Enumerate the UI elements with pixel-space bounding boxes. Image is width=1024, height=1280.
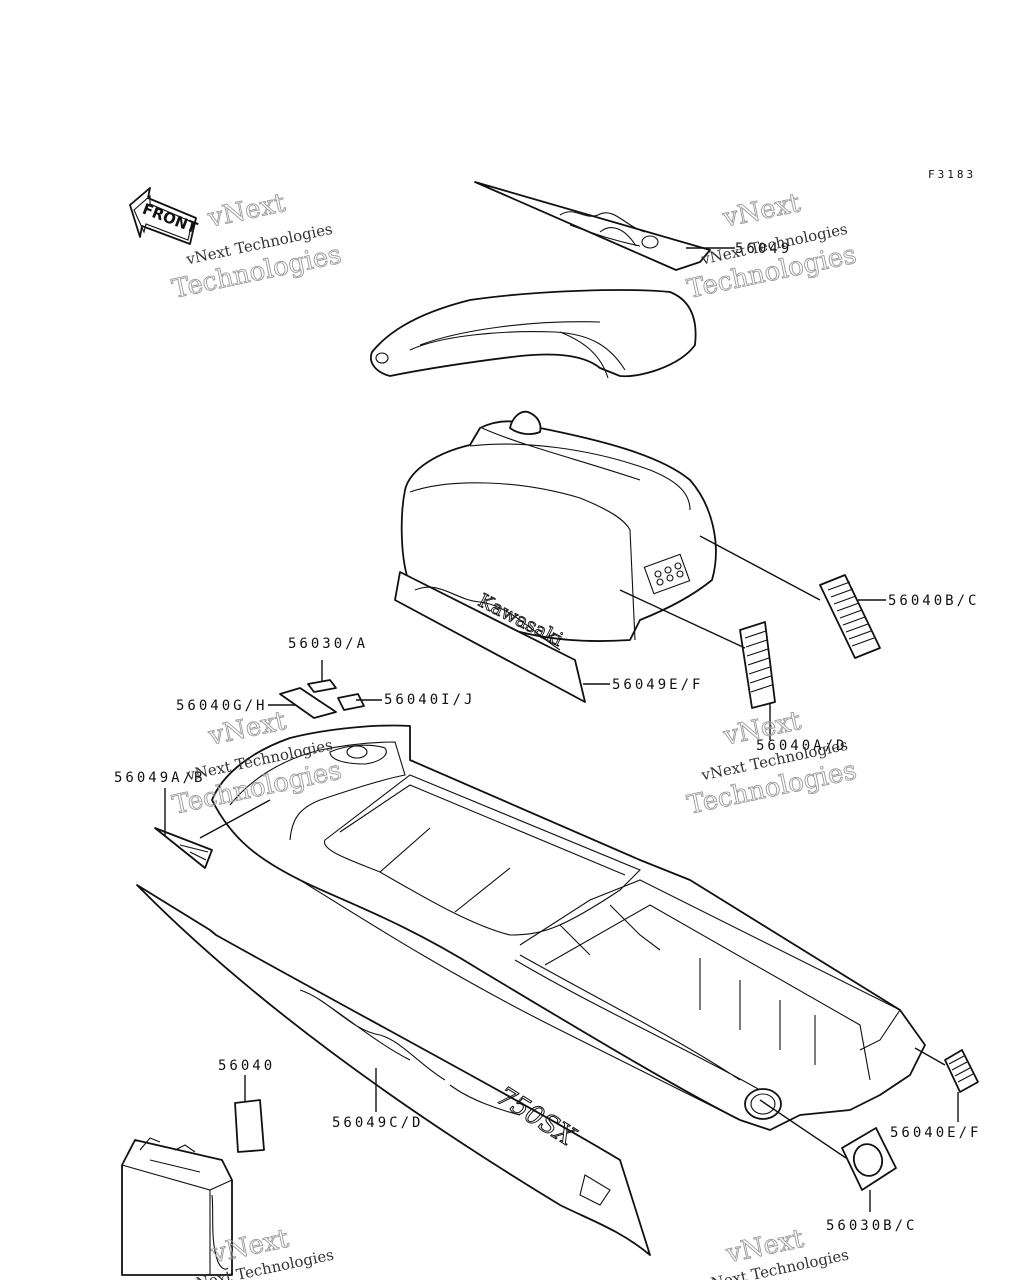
svg-text:vNext: vNext bbox=[205, 188, 289, 234]
battery-decal bbox=[234, 1099, 265, 1153]
label-56049: 56049 bbox=[735, 241, 792, 257]
hull-part bbox=[211, 724, 926, 1131]
svg-text:vNext: vNext bbox=[720, 188, 804, 234]
label-56030bc: 56030B/C bbox=[826, 1218, 917, 1234]
watermark-mid-right: vNext vNext Technologies Technologies bbox=[684, 706, 859, 822]
label-56040ad: 56040A/D bbox=[756, 738, 847, 754]
battery-part bbox=[121, 1137, 233, 1276]
label-56040ef: 56040E/F bbox=[890, 1125, 981, 1141]
ring-decal bbox=[841, 1127, 897, 1191]
label-56040: 56040 bbox=[218, 1058, 275, 1074]
diagram-code: F3183 bbox=[928, 168, 976, 181]
label-56049ab: 56049A/B bbox=[114, 770, 205, 786]
label-56049cd: 56049C/D bbox=[332, 1115, 423, 1131]
decal-56040ij bbox=[337, 693, 365, 711]
grip-pad-right bbox=[819, 574, 881, 659]
bow-decal bbox=[154, 827, 213, 869]
seat-stripe-decal bbox=[474, 181, 711, 271]
label-56030a: 56030/A bbox=[288, 636, 368, 652]
grip-pad-rear bbox=[944, 1049, 979, 1093]
label-56040ij: 56040I/J bbox=[384, 692, 475, 708]
watermark-top-right: vNext vNext Technologies Technologies bbox=[684, 188, 859, 306]
label-56049ef: 56049E/F bbox=[612, 677, 703, 693]
label-56040gh: 56040G/H bbox=[176, 698, 267, 714]
decal-56040gh bbox=[279, 687, 337, 719]
grip-pad-left bbox=[739, 621, 776, 709]
handle-pole-part bbox=[370, 289, 697, 379]
label-56040bc: 56040B/C bbox=[888, 593, 979, 609]
front-arrow-icon: FRONT bbox=[129, 187, 201, 245]
leader-lines bbox=[164, 247, 959, 1212]
